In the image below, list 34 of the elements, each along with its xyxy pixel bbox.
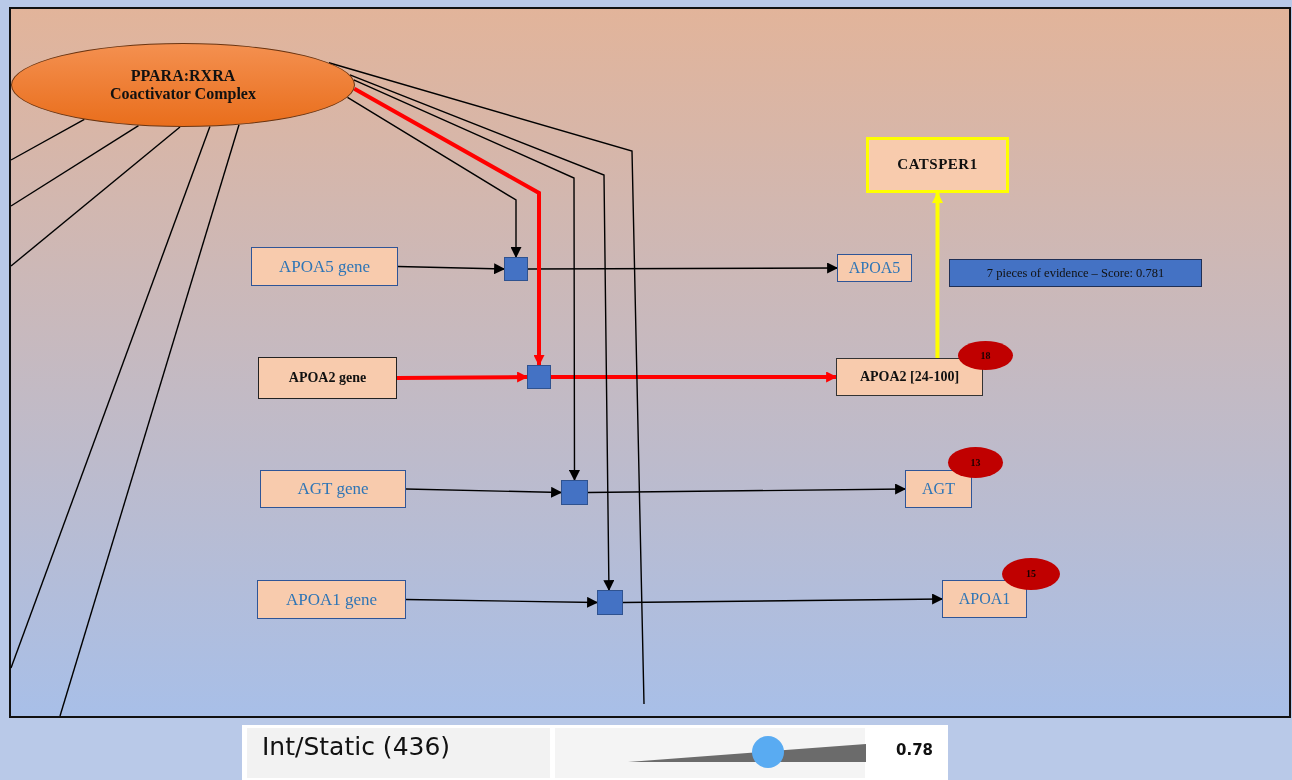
protein-box: APOA1 bbox=[942, 580, 1027, 618]
arrow bbox=[551, 371, 838, 383]
connector-line bbox=[10, 126, 181, 267]
arrow bbox=[349, 74, 615, 592]
evidence-box: 7 pieces of evidence – Score: 0.781 bbox=[949, 259, 1202, 287]
arrow bbox=[622, 593, 944, 605]
protein-box: APOA2 [24-100] bbox=[836, 358, 983, 396]
gene-box: APOA5 gene bbox=[251, 247, 398, 286]
connector-line bbox=[328, 62, 645, 705]
connector-line bbox=[10, 118, 86, 161]
process-square bbox=[561, 480, 588, 505]
arrow bbox=[397, 371, 529, 383]
gene-box: AGT gene bbox=[260, 470, 406, 508]
arrow bbox=[587, 483, 907, 495]
connector-line bbox=[59, 124, 240, 717]
arrow bbox=[527, 262, 839, 274]
process-square bbox=[504, 257, 528, 281]
process-square bbox=[527, 365, 551, 389]
arrow bbox=[932, 191, 943, 358]
connector-line bbox=[10, 125, 211, 669]
protein-box: AGT bbox=[905, 470, 972, 508]
arrow bbox=[405, 486, 563, 498]
gene-box: APOA2 gene bbox=[258, 357, 397, 399]
arrow bbox=[353, 86, 545, 367]
arrow bbox=[353, 79, 580, 482]
control-label: Int/Static (436) bbox=[262, 732, 451, 761]
protein-box: CATSPER1 bbox=[866, 137, 1009, 193]
arrow bbox=[346, 96, 522, 259]
protein-box: APOA5 bbox=[837, 254, 912, 282]
arrow bbox=[397, 263, 506, 275]
slider-value: 0.78 bbox=[896, 741, 933, 759]
process-square bbox=[597, 590, 623, 615]
arrow bbox=[405, 596, 599, 608]
gene-box: APOA1 gene bbox=[257, 580, 406, 619]
